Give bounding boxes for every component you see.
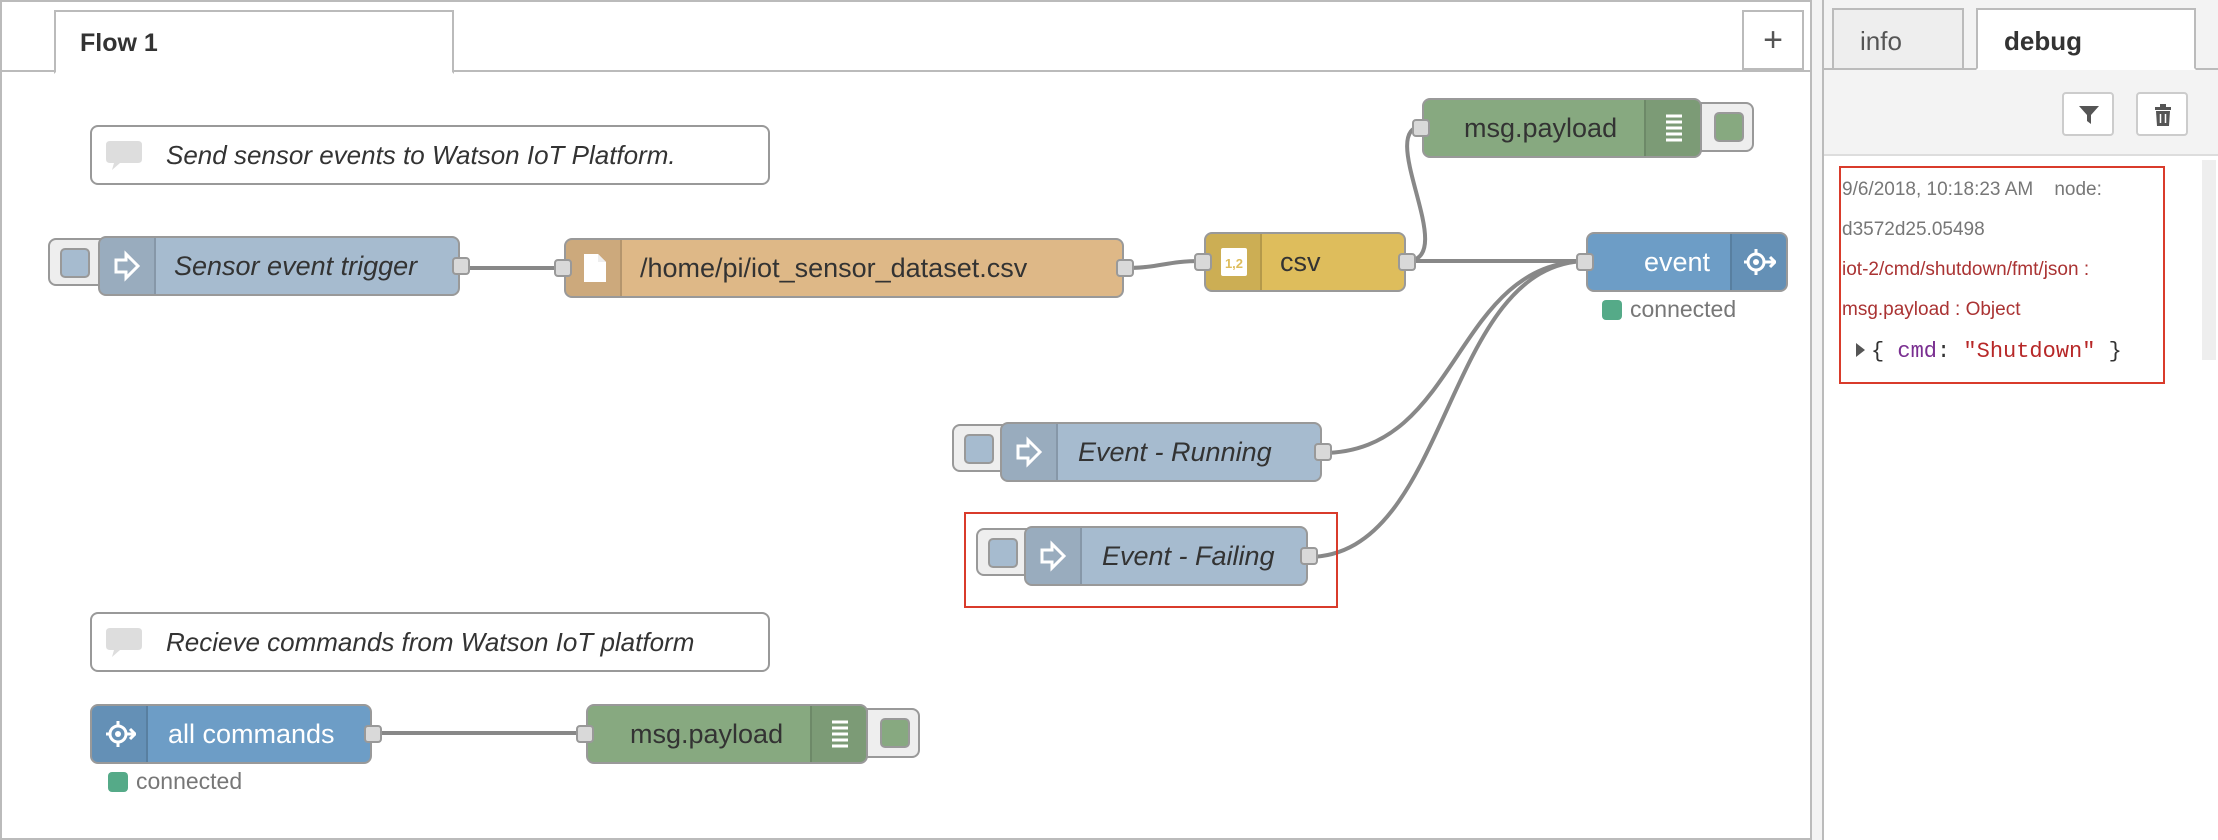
output-port[interactable]: [452, 257, 470, 275]
status-dot: [1602, 300, 1622, 320]
wire-file-to-csv[interactable]: [1123, 259, 1203, 270]
inject-button-square: [964, 434, 994, 464]
expand-triangle-icon[interactable]: [1856, 343, 1865, 357]
node-label: Event - Failing: [1102, 541, 1275, 571]
inject-running-button[interactable]: [952, 424, 1006, 472]
input-port[interactable]: [1412, 119, 1430, 137]
node-label: event: [1644, 247, 1711, 277]
comment-label: Recieve commands from Watson IoT platfor…: [166, 627, 695, 657]
node-label: csv: [1280, 247, 1321, 277]
tab-info[interactable]: info: [1832, 8, 1964, 70]
sidebar-tab-bar: info debug: [1824, 0, 2218, 70]
payload-key: cmd: [1897, 339, 1938, 364]
debug-timestamp: 9/6/2018, 10:18:23 AM: [1842, 179, 2034, 200]
debug-toolbar: [1824, 70, 2218, 156]
node-debug-msg-payload-top[interactable]: msg.payload: [1412, 98, 1702, 158]
debug-node-label: node:: [2054, 179, 2102, 200]
node-label: all commands: [168, 719, 335, 749]
node-debug-msg-payload-bottom[interactable]: msg.payload: [576, 704, 868, 764]
highlight-event-failing: [964, 512, 1338, 608]
debug-message[interactable]: 9/6/2018, 10:18:23 AM node: d3572d25.054…: [1842, 170, 2154, 374]
flow-canvas[interactable]: Send sensor events to Watson IoT Platfor…: [2, 72, 1810, 840]
trash-icon: [2155, 104, 2171, 126]
inject-button-square: [988, 538, 1018, 568]
debug-toggle-button[interactable]: [1700, 102, 1754, 152]
debug-toggle-square: [880, 718, 910, 748]
wire-csv-to-debug[interactable]: [1405, 124, 1428, 263]
debug-icon: [810, 706, 866, 762]
status-connected-event: connected: [1602, 296, 1736, 323]
comment-icon: [106, 141, 142, 170]
node-watson-event-out[interactable]: event: [1576, 232, 1788, 292]
status-text: connected: [1630, 296, 1737, 322]
flow-tab-bar: Flow 1 +: [2, 2, 1810, 74]
node-sensor-event-trigger[interactable]: Sensor event trigger: [98, 236, 470, 296]
wires-layer: [372, 124, 1589, 735]
sidebar-scrollbar[interactable]: [2202, 160, 2216, 360]
inject-icon: [1026, 528, 1082, 584]
tab-flow-1[interactable]: Flow 1: [54, 10, 454, 74]
comment-icon: [106, 628, 142, 657]
status-connected-commands: connected: [108, 768, 242, 795]
debug-payload-object[interactable]: { cmd: "Shutdown" }: [1842, 330, 2154, 374]
highlight-debug-message: [1839, 166, 2165, 384]
sidebar-resize-handle[interactable]: [1810, 0, 1824, 840]
payload-value: "Shutdown": [1963, 339, 2096, 364]
node-label: /home/pi/iot_sensor_dataset.csv: [640, 253, 1028, 283]
node-file-in[interactable]: /home/pi/iot_sensor_dataset.csv: [554, 238, 1134, 298]
node-csv[interactable]: 1,2 csv: [1194, 232, 1416, 292]
inject-icon: [100, 238, 156, 294]
output-port[interactable]: [1300, 547, 1318, 565]
file-icon: [566, 240, 622, 296]
comment-label: Send sensor events to Watson IoT Platfor…: [166, 140, 676, 170]
debug-node-id[interactable]: d3572d25.05498: [1842, 219, 1985, 240]
comment-send-events[interactable]: Send sensor events to Watson IoT Platfor…: [90, 125, 770, 185]
debug-payload-type: msg.payload : Object: [1842, 299, 2021, 320]
status-dot: [108, 772, 128, 792]
node-label: Event - Running: [1078, 437, 1272, 467]
input-port[interactable]: [1194, 253, 1212, 271]
node-event-failing[interactable]: Event - Failing: [1024, 526, 1318, 586]
clear-log-button[interactable]: [2136, 92, 2188, 136]
node-watson-all-commands[interactable]: all commands: [90, 704, 382, 764]
svg-text:1,2: 1,2: [1225, 256, 1243, 271]
status-text: connected: [136, 768, 243, 794]
node-label: Sensor event trigger: [174, 251, 418, 281]
watson-iot-icon: [92, 706, 148, 762]
output-port[interactable]: [364, 725, 382, 743]
filter-button[interactable]: [2062, 92, 2114, 136]
debug-toggle-square: [1714, 112, 1744, 142]
debug-message-meta: 9/6/2018, 10:18:23 AM node:: [1842, 170, 2154, 210]
output-port[interactable]: [1314, 443, 1332, 461]
comment-receive-commands[interactable]: Recieve commands from Watson IoT platfor…: [90, 612, 770, 672]
output-port[interactable]: [1116, 259, 1134, 277]
watson-iot-icon: [1730, 234, 1786, 290]
flow-workspace: Flow 1 + Send sensor e: [0, 0, 1810, 840]
add-flow-button[interactable]: +: [1742, 10, 1804, 70]
debug-topic: iot-2/cmd/shutdown/fmt/json :: [1842, 259, 2090, 280]
inject-trigger-button[interactable]: [48, 238, 102, 286]
output-port[interactable]: [1398, 253, 1416, 271]
inject-icon: [1002, 424, 1058, 480]
wire-failing-to-event[interactable]: [1307, 259, 1589, 559]
input-port[interactable]: [576, 725, 594, 743]
inject-failing-button[interactable]: [976, 528, 1030, 576]
inject-button-square: [60, 248, 90, 278]
input-port[interactable]: [554, 259, 572, 277]
wire-running-to-event[interactable]: [1321, 259, 1589, 455]
input-port[interactable]: [1576, 253, 1594, 271]
tab-debug[interactable]: debug: [1976, 8, 2196, 70]
filter-icon: [2079, 106, 2099, 124]
node-event-running[interactable]: Event - Running: [1000, 422, 1332, 482]
node-label: msg.payload: [1464, 113, 1618, 143]
csv-icon: 1,2: [1206, 234, 1262, 290]
node-label: msg.payload: [630, 719, 784, 749]
debug-icon: [1644, 100, 1700, 156]
sidebar: info debug 9/6/2018, 10:18:23 AM node: d…: [1824, 0, 2218, 840]
debug-toggle-button[interactable]: [866, 708, 920, 758]
